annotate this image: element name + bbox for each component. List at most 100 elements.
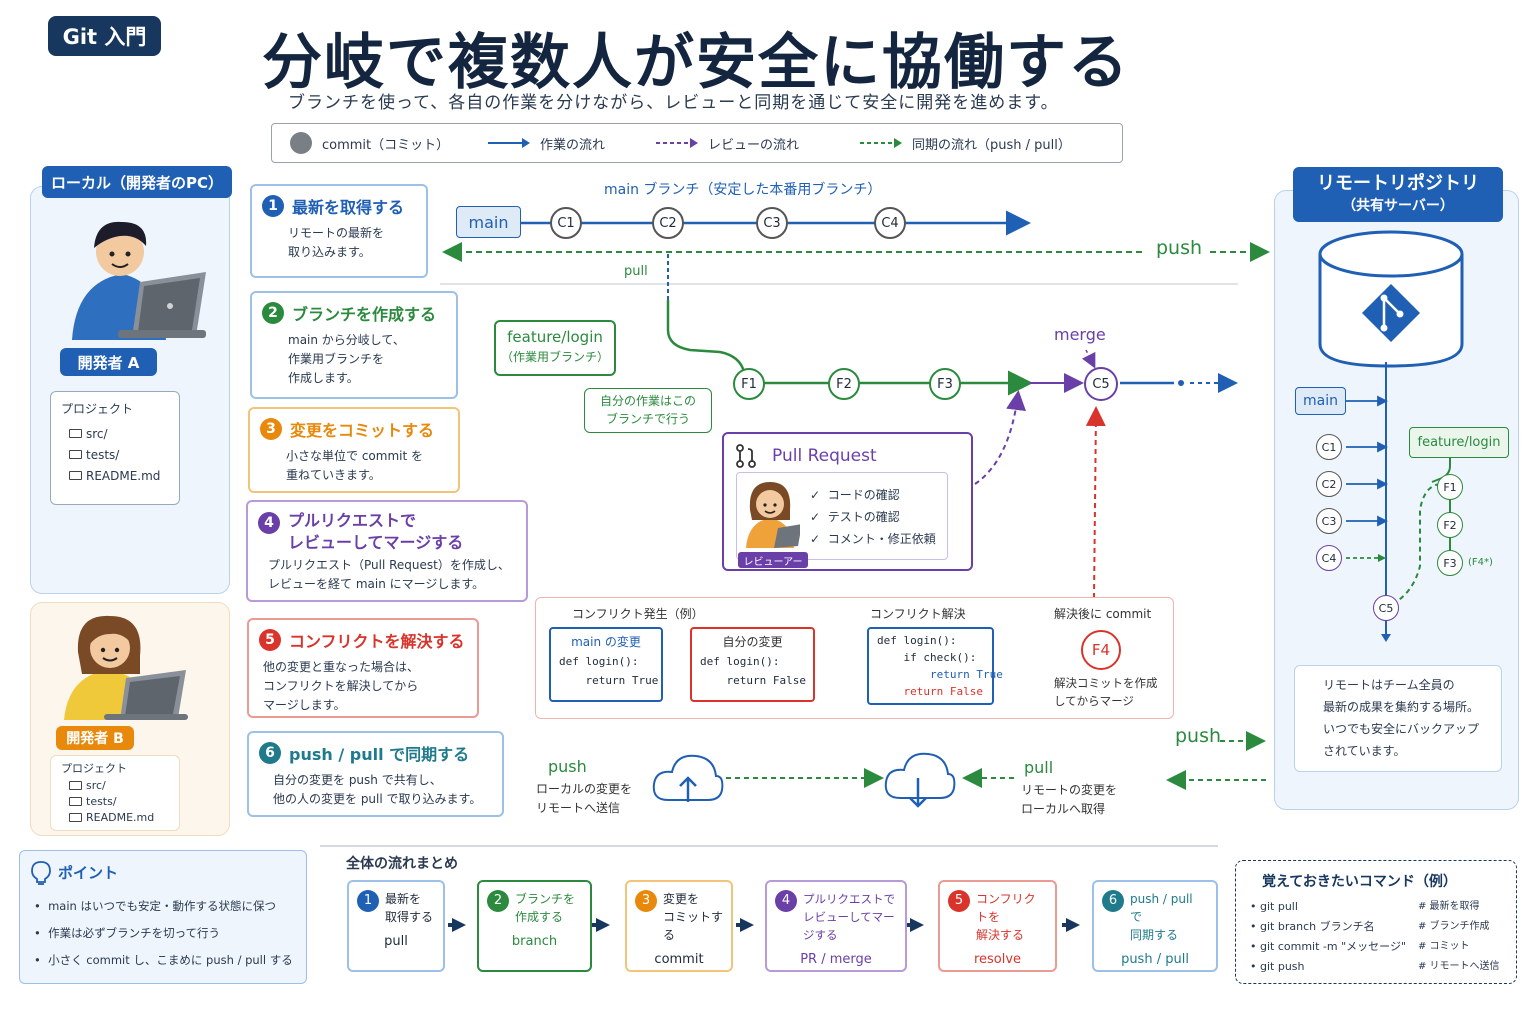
fix-commit-f4: F4 — [1081, 630, 1121, 670]
step-number: 5 — [259, 629, 281, 651]
main-change-title: main の変更 — [571, 635, 641, 649]
remote-title: リモートリポジトリ — [1317, 172, 1479, 194]
folder-src: src/ — [61, 423, 169, 444]
step-title: 最新を取得する — [292, 198, 405, 217]
legend-work-flow-label: 作業の流れ — [540, 137, 606, 153]
sync-push-desc: ローカルの変更を リモートへ送信 — [536, 782, 633, 815]
folder-icon — [69, 450, 82, 459]
commit-dot-icon — [290, 132, 312, 154]
git-intro-badge: Git 入門 — [48, 16, 161, 56]
commit-c1: C1 — [550, 207, 582, 239]
commands-box: 覚えておきたいコマンド（例） • git pull# 最新を取得 • git b… — [1235, 860, 1517, 984]
page-title: 分岐で複数人が安全に協働する — [262, 28, 1130, 98]
check-icon: ✓ — [810, 532, 821, 546]
main-change-code: def login(): return True — [559, 655, 659, 687]
sync-pull-desc: リモートの変更を ローカルへ取得 — [1021, 783, 1118, 816]
legend-review-flow-label: レビューの流れ — [708, 137, 800, 153]
folder-icon — [69, 812, 82, 822]
check-icon: ✓ — [810, 488, 821, 502]
pr-check-item: ✓ コードの確認 — [810, 488, 900, 502]
step-3: 3 変更をコミットする 小さな単位で commit を 重ねていきます。 — [248, 407, 460, 493]
resolve-code-box: def login(): if check(): return True ret… — [867, 627, 1003, 705]
my-change-box: 自分の変更 def login(): return False — [690, 627, 815, 702]
pr-review-arrow — [974, 390, 1026, 485]
folder-tests: tests/ — [61, 793, 169, 809]
remote-commit-f2: F2 — [1437, 512, 1463, 538]
pull-request-icon — [736, 444, 756, 468]
legend-review-flow: レビューの流れ — [656, 134, 799, 153]
commands-list: • git pull# 最新を取得 • git branch ブランチ名# ブラ… — [1250, 897, 1510, 977]
command-row: • git pull# 最新を取得 — [1250, 900, 1480, 913]
legend-commit: commit（コミット） — [290, 132, 449, 154]
sync-pull-title: pull — [1024, 758, 1054, 777]
remote-panel-title: リモートリポジトリ （共有サーバー） — [1293, 167, 1503, 222]
remote-main-tag: main — [1295, 387, 1346, 415]
folder-icon — [69, 780, 82, 790]
reviewer-illustration — [746, 482, 800, 548]
remote-feature-tag: feature/login — [1409, 427, 1509, 458]
folder-icon — [69, 796, 82, 806]
summary-step-text: コンフリクトを 解決する — [976, 892, 1036, 942]
step-body: 小さな単位で commit を 重ねていきます。 — [286, 449, 423, 482]
command-row: • git branch ブランチ名# ブランチ作成 — [1250, 920, 1490, 933]
developer-b-label: 開発者 B — [56, 726, 134, 750]
fix-to-merge-arrow — [1085, 406, 1106, 599]
my-change-title: 自分の変更 — [722, 635, 783, 649]
git-logo-icon — [1362, 284, 1420, 342]
points-list: • main はいつでも安定・動作する状態に保つ • 作業は必ずブランチを切って… — [34, 893, 293, 974]
pr-check-item: ✓ コメント・修正依頼 — [810, 532, 936, 546]
remote-commit-c1: C1 — [1316, 434, 1342, 460]
file-readme: README.md — [61, 465, 169, 486]
main-branch-label: main ブランチ（安定した本番用ブランチ） — [604, 182, 882, 198]
summary-step-cmd: branch — [511, 934, 558, 949]
developer-a-label: 開発者 A — [60, 348, 157, 376]
remote-commit-c2: C2 — [1316, 471, 1342, 497]
step-title: コンフリクトを解決する — [289, 632, 465, 651]
project-title: プロジェクト — [61, 762, 127, 775]
after-commit-desc: 解決コミットを作成 してからマージ — [1054, 676, 1158, 708]
resolve-code-1: def login(): if check(): — [877, 634, 977, 664]
step-title: push / pull で同期する — [289, 745, 470, 764]
upload-cloud-icon — [652, 754, 724, 802]
remote-commit-c3: C3 — [1316, 508, 1342, 534]
step-number: 4 — [258, 512, 280, 534]
download-cloud-icon — [884, 752, 956, 808]
pr-checklist: ✓ コードの確認 ✓ テストの確認 ✓ コメント・修正依頼 — [810, 484, 936, 550]
project-tree-a: プロジェクト src/ tests/ README.md — [50, 391, 180, 505]
resolve-code-3: return False — [877, 685, 983, 698]
summary-step-text: push / pull で 同期する — [1130, 892, 1193, 942]
solid-arrow-icon — [488, 138, 530, 148]
after-commit-label: 解決後に commit — [1054, 607, 1152, 621]
developer-a-illustration — [72, 221, 206, 340]
legend-sync-flow-label: 同期の流れ（push / pull） — [912, 137, 1071, 153]
dashed-purple-arrow-icon — [656, 138, 698, 148]
point-item: • 小さく commit し、こまめに push / pull する — [34, 953, 293, 967]
step-number: 3 — [260, 418, 282, 440]
points-title: ポイント — [58, 863, 119, 882]
resolve-code-2: return True — [877, 668, 1003, 681]
step-title: 変更をコミットする — [290, 421, 435, 440]
points-header: ポイント — [30, 859, 118, 885]
remote-desc: リモートはチーム全員の 最新の成果を集約する場所。 いつでも安全にバックアップ … — [1294, 665, 1502, 772]
step-title: ブランチを作成する — [292, 305, 437, 324]
check-icon: ✓ — [810, 510, 821, 524]
pr-inner — [736, 472, 948, 560]
summary-step-cmd: pull — [384, 934, 408, 949]
local-panel-title: ローカル（開発者のPC） — [42, 166, 232, 198]
point-item: • main はいつでも安定・動作する状態に保つ — [34, 899, 276, 913]
step-number: 1 — [262, 195, 284, 217]
command-row: • git push# リモートへ送信 — [1250, 960, 1500, 973]
folder-tests: tests/ — [61, 444, 169, 465]
remote-commit-f1: F1 — [1437, 474, 1463, 500]
conflict-occur-label: コンフリクト発生（例） — [572, 607, 704, 621]
remote-commit-c4: C4 — [1316, 545, 1342, 571]
reviewer-label: レビューアー — [738, 552, 808, 568]
